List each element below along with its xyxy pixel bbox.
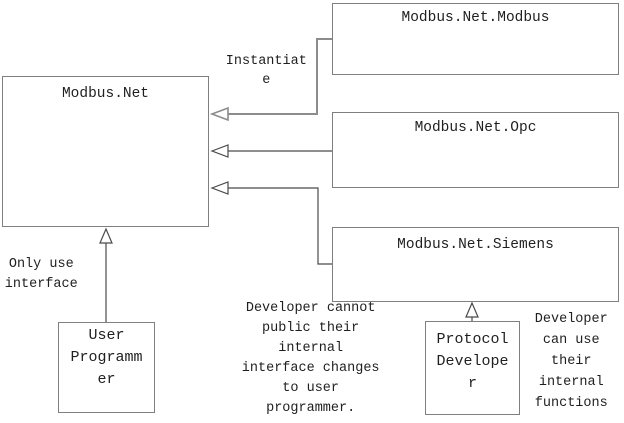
class-box-title: Modbus.Net <box>61 86 149 102</box>
class-box-modbus-net-siemens: Modbus.Net.Siemens <box>332 227 619 302</box>
actor-box-user-programmer: User Programmer <box>58 322 155 413</box>
actor-box-label: Protocol Developer <box>436 331 509 392</box>
class-box-title: Modbus.Net.Siemens <box>397 237 554 253</box>
class-box-modbus-net-modbus: Modbus.Net.Modbus <box>332 3 619 75</box>
class-box-title: Modbus.Net.Opc <box>414 120 537 136</box>
actor-box-protocol-developer: Protocol Developer <box>425 321 520 415</box>
annotation-instantiate: Instantiate <box>225 54 307 88</box>
class-box-modbus-net-opc: Modbus.Net.Opc <box>332 112 619 188</box>
annotation-only-use-interface: Only use interface <box>4 257 78 292</box>
connector-siemens-line <box>228 187 332 265</box>
class-box-modbus-net: Modbus.Net <box>2 76 209 227</box>
actor-box-label: User Programmer <box>70 327 143 388</box>
protocol-generalization-arrowhead-icon <box>465 301 479 318</box>
instantiate-arrowhead-icon <box>209 106 229 122</box>
annotation-developer-can: Developer can use their internal functio… <box>534 312 608 411</box>
annotation-developer-cannot: Developer cannot public their internal i… <box>241 301 380 416</box>
user-generalization-arrowhead-icon <box>99 227 113 244</box>
class-box-title: Modbus.Net.Modbus <box>401 10 550 26</box>
opc-arrowhead-icon <box>210 144 229 158</box>
connector-instantiate-line <box>228 38 332 115</box>
siemens-arrowhead-icon <box>210 181 229 195</box>
